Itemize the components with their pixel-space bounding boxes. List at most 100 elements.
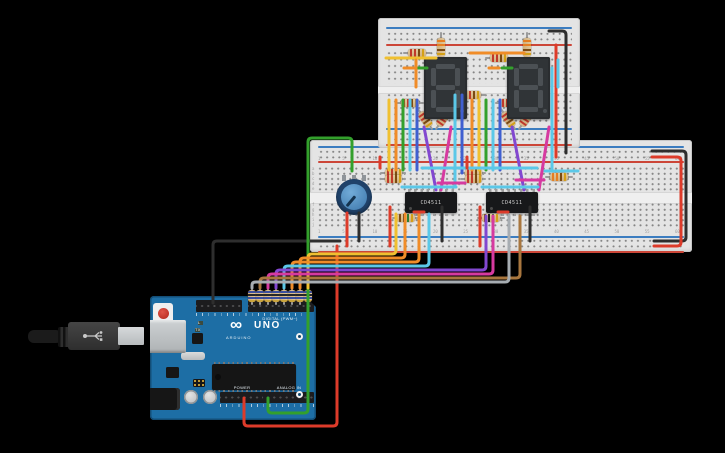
wire-5v-arduino-to-rail[interactable]: [242, 244, 339, 428]
bb2-top-rail-blue-line: [386, 27, 572, 29]
bb1-col-50: 50: [614, 228, 620, 234]
crystal-oscillator: [181, 352, 205, 360]
wire-sig-1[interactable]: [306, 212, 398, 290]
capacitor: [203, 390, 217, 404]
digital-pin-marks: [196, 313, 314, 316]
ic-notch: [490, 207, 493, 210]
led-tx-label: TX: [195, 327, 201, 332]
bb1-row-b: b: [312, 170, 315, 176]
wire-sig-8[interactable]: [250, 214, 511, 290]
bb1-col-5: 5: [342, 155, 345, 161]
power-label: POWER: [233, 385, 251, 390]
wire-rail-wrap-gnd[interactable]: [650, 149, 688, 243]
seven-segment-display-1[interactable]: [424, 57, 467, 119]
pot-pin: [362, 175, 366, 181]
bb1-bottom-rail-holes[interactable]: [318, 238, 684, 250]
wire-sig-4[interactable]: [282, 212, 431, 290]
bb1-bottom-rail-red-line: [318, 251, 684, 253]
seven-segment-display-2[interactable]: [507, 57, 550, 119]
bb1-col-1: 1: [318, 155, 321, 161]
segment-d: [436, 107, 455, 112]
arduino-uno-board[interactable]: DIGITAL (PWM~) ∞ ARDUINO UNO L TX RX POW…: [150, 296, 316, 420]
bb1-row-j: j: [312, 222, 315, 228]
usb-plug-metal: [118, 327, 144, 345]
ic-notch: [409, 207, 412, 210]
resistor-4[interactable]: [485, 54, 513, 62]
resistor-20[interactable]: [545, 173, 573, 181]
barrel-jack[interactable]: [150, 388, 180, 410]
power-header[interactable]: [220, 392, 264, 403]
usb-socket: [150, 320, 186, 353]
wire-sig-5[interactable]: [274, 214, 488, 290]
analog-header[interactable]: [262, 392, 314, 403]
bb1-col-25: 25: [463, 228, 469, 234]
bb1-col-5: 5: [342, 228, 345, 234]
bb1-row-i: i: [312, 217, 315, 223]
wire-sig-7[interactable]: [258, 214, 522, 290]
voltage-regulator: [166, 367, 179, 378]
bb1-col-60: 60: [674, 228, 680, 234]
analog-in-label: ANALOG IN: [276, 385, 302, 390]
potentiometer[interactable]: [336, 175, 372, 215]
reset-button-cap[interactable]: [157, 307, 169, 319]
bb1-col-30: 30: [493, 155, 499, 161]
segment-dp: [543, 109, 547, 113]
bb2-top-rail-red-line: [386, 44, 572, 46]
wire-rail-wrap-vcc[interactable]: [650, 155, 683, 248]
bb1-col-30: 30: [493, 228, 499, 234]
usb-cable[interactable]: [28, 318, 144, 354]
wire-sig-3[interactable]: [290, 212, 421, 290]
wire-sig-6[interactable]: [266, 214, 495, 290]
ic-label: CD4511: [501, 199, 523, 206]
ic-cd4511-left[interactable]: CD4511: [405, 189, 457, 216]
segment-g: [436, 85, 455, 90]
icsp-header[interactable]: [193, 379, 205, 387]
bb1-col-10: 10: [372, 155, 378, 161]
segment-f: [431, 68, 436, 86]
resistor-16[interactable]: [460, 169, 486, 177]
bb1-row-e: e: [312, 186, 315, 192]
bb1-col-40: 40: [553, 228, 559, 234]
wire-gnd-arduino-to-rail[interactable]: [211, 239, 342, 305]
wire-seg-diag-2[interactable]: [439, 125, 453, 192]
segment-b: [538, 68, 543, 86]
bb1-bottom-rail-blue-line: [318, 236, 684, 238]
segment-e: [431, 90, 436, 108]
mount-hole: [296, 333, 303, 340]
arduino-logo-icon: ∞: [230, 315, 243, 334]
bb1-col-45: 45: [584, 155, 590, 161]
usb-cable-tail: [28, 330, 62, 343]
led-tx: [195, 328, 200, 332]
resistor-3[interactable]: [403, 49, 431, 57]
usb-icon: [83, 331, 103, 341]
bb1-row-d: d: [312, 181, 315, 187]
digital-header-right[interactable]: [248, 300, 314, 312]
segment-b: [455, 68, 460, 86]
segment-c: [538, 90, 543, 108]
resistor-15[interactable]: [380, 175, 406, 183]
uno-label: UNO: [254, 320, 281, 331]
pot-pin: [342, 175, 346, 181]
usb-plug: [68, 322, 120, 350]
digital-label: DIGITAL (PWM~): [262, 316, 298, 321]
ic-cd4511-right[interactable]: CD4511: [486, 189, 538, 216]
wire-seg-diag-1[interactable]: [422, 125, 438, 192]
chip-notch: [215, 374, 221, 380]
digital-header-left[interactable]: [196, 300, 242, 312]
bb1-row-c: c: [312, 175, 315, 181]
segment-f: [514, 68, 519, 86]
resistor-17[interactable]: [460, 175, 486, 183]
bb1-col-35: 35: [523, 155, 529, 161]
resistor-14[interactable]: [380, 169, 406, 177]
reset-button[interactable]: [153, 303, 173, 323]
segment-a: [436, 64, 455, 69]
capacitor: [184, 390, 198, 404]
bb1-row-h: h: [312, 211, 315, 217]
bb1-col-1: 1: [318, 228, 321, 234]
wire-sig-2[interactable]: [298, 212, 407, 290]
wire-bb2-gnd-drop[interactable]: [547, 29, 568, 155]
pot-pin: [352, 175, 356, 181]
atmega-chip: [212, 362, 296, 392]
